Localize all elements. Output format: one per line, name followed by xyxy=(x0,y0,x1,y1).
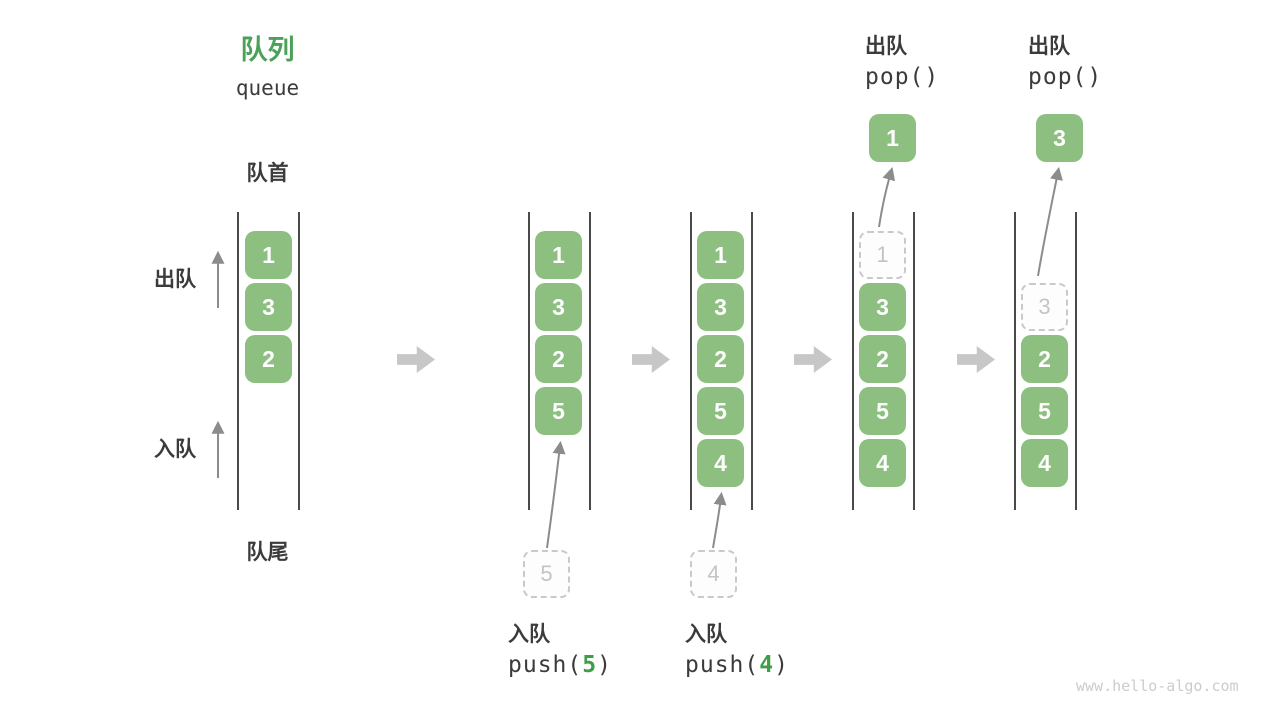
queue3-cell: 5 xyxy=(697,387,744,435)
pop1-code: pop() xyxy=(865,64,940,90)
push5-arrow-icon xyxy=(546,440,566,549)
queue4-cell: 2 xyxy=(859,335,906,383)
queue2-cell: 1 xyxy=(535,231,582,279)
queue3-cell: 3 xyxy=(697,283,744,331)
push4-fn: push( xyxy=(685,652,760,678)
pop1-label: 出队 xyxy=(865,35,907,58)
queue4-cell: 5 xyxy=(859,387,906,435)
queue1-wall-left xyxy=(237,212,239,510)
pop1-arrow-icon xyxy=(878,167,896,228)
push5-arg: 5 xyxy=(582,652,598,678)
step-arrow-icon xyxy=(794,346,832,373)
pop2-label: 出队 xyxy=(1028,35,1070,58)
queue2-wall-left xyxy=(528,212,530,510)
push5-close: ) xyxy=(597,652,612,678)
diagram-title: 队列 xyxy=(240,35,295,65)
queue5-popped-cell: 3 xyxy=(1036,114,1083,162)
queue2-cell: 2 xyxy=(535,335,582,383)
queue4-cell: 4 xyxy=(859,439,906,487)
queue4-wall-right xyxy=(913,212,915,510)
queue1-cell: 1 xyxy=(245,231,292,279)
queue5-cell: 2 xyxy=(1021,335,1068,383)
queue3-cell: 4 xyxy=(697,439,744,487)
queue5-wall-right xyxy=(1075,212,1077,510)
pop2-arrow-icon xyxy=(1037,166,1063,277)
push4-close: ) xyxy=(774,652,789,678)
queue1-cell: 2 xyxy=(245,335,292,383)
push5-label: 入队 xyxy=(508,623,550,646)
queue3-wall-right xyxy=(751,212,753,510)
push4-code: push(4) xyxy=(685,652,789,678)
label-enqueue-direction: 入队 xyxy=(154,438,196,461)
queue4-ghost-cell: 1 xyxy=(859,231,906,279)
queue5-cell: 5 xyxy=(1021,387,1068,435)
step-arrow-icon xyxy=(397,346,435,373)
queue1-wall-right xyxy=(298,212,300,510)
queue3-wall-left xyxy=(690,212,692,510)
step-arrow-icon xyxy=(632,346,670,373)
queue2-cell: 5 xyxy=(535,387,582,435)
push4-arrow-icon xyxy=(712,491,727,549)
push5-fn: push( xyxy=(508,652,583,678)
queue2-cell: 3 xyxy=(535,283,582,331)
queue2-staged-cell: 5 xyxy=(523,550,570,598)
push5-code: push(5) xyxy=(508,652,612,678)
queue3-cell: 1 xyxy=(697,231,744,279)
queue2-wall-right xyxy=(589,212,591,510)
queue3-cell: 2 xyxy=(697,335,744,383)
queue4-wall-left xyxy=(852,212,854,510)
queue5-ghost-cell: 3 xyxy=(1021,283,1068,331)
watermark: www.hello-algo.com xyxy=(1076,677,1239,695)
push4-label: 入队 xyxy=(685,623,727,646)
label-queue-rear: 队尾 xyxy=(246,541,289,564)
label-dequeue-direction: 出队 xyxy=(154,268,196,291)
push4-arg: 4 xyxy=(759,652,775,678)
queue4-cell: 3 xyxy=(859,283,906,331)
queue1-cell: 3 xyxy=(245,283,292,331)
queue3-staged-cell: 4 xyxy=(690,550,737,598)
step-arrow-icon xyxy=(957,346,995,373)
queue4-wall-left xyxy=(1014,212,1016,510)
title-block: 队列 queue xyxy=(200,28,335,100)
label-queue-front: 队首 xyxy=(246,162,289,185)
queue4-popped-cell: 1 xyxy=(869,114,916,162)
diagram-subtitle: queue xyxy=(235,76,300,100)
pop2-code: pop() xyxy=(1028,64,1103,90)
queue5-cell: 4 xyxy=(1021,439,1068,487)
